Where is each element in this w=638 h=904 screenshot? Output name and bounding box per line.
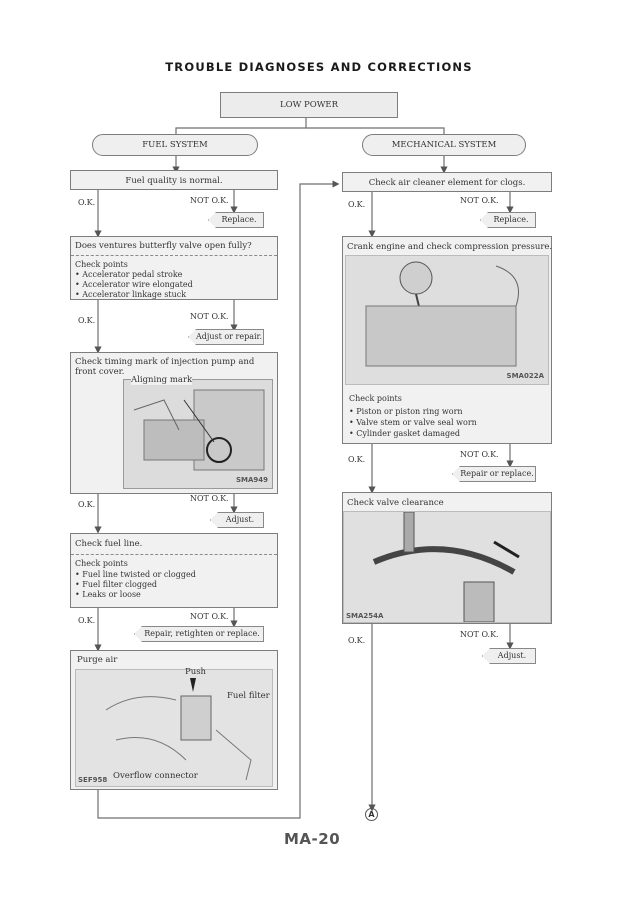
figure-code: SEF958 [78,776,108,784]
fuel-points: • Fuel line twisted or clogged • Fuel fi… [75,570,196,600]
fuel-quality-box: Fuel quality is normal. [70,170,278,190]
figure-code: SMA022A [506,372,544,380]
compression-box: Crank engine and check compression press… [342,236,552,444]
repair-or-replace-action: Repair or replace. [452,466,536,482]
list-item: • Valve stem or valve seal worn [349,418,477,427]
adjust-or-repair-action: Adjust or repair. [188,329,264,345]
mechanical-system-header: MECHANICAL SYSTEM [362,134,526,156]
replace-action: Replace. [480,212,536,228]
filter-drawing [105,678,252,781]
purge-air-box: Purge air SEF958 Push Fuel filter Overfl… [70,650,278,790]
purge-air-text: Purge air [77,655,118,665]
overflow-connector-label: Overflow connector [113,771,198,781]
page-number: MA-20 [284,830,341,848]
list-item: • Accelerator wire elongated [75,280,193,289]
check-points-label: Check points [75,559,128,568]
connector-a-label: A [368,810,375,819]
list-item: • Fuel filter clogged [75,580,157,589]
valve-clearance-illustration: SMA254A [343,511,551,623]
adjust-action: Adjust. [210,512,264,528]
page-title: TROUBLE DIAGNOSES AND CORRECTIONS [165,60,473,74]
venturi-points: • Accelerator pedal stroke • Accelerator… [75,270,193,300]
not-ok-label: NOT O.K. [460,196,499,205]
venturi-box: Does ventures butterfly valve open fully… [70,236,278,300]
figure-code: SMA949 [235,476,268,484]
fuel-quality-text: Fuel quality is normal. [125,176,223,186]
fuel-line-text: Check fuel line. [75,539,143,549]
crank-text: Crank engine and check compression press… [347,242,553,252]
divider [71,554,277,555]
engine-drawing [365,261,519,367]
fuel-line-box: Check fuel line. Check points • Fuel lin… [70,533,278,608]
not-ok-label: NOT O.K. [460,630,499,639]
injection-pump-illustration: SMA949 [123,379,273,489]
not-ok-label: NOT O.K. [460,450,499,459]
fuel-filter-label: Fuel filter [227,691,270,701]
valve-drawing [372,512,520,622]
replace-action: Replace. [208,212,264,228]
not-ok-label: NOT O.K. [190,612,229,621]
fuel-filter-illustration: SEF958 [75,669,273,787]
list-item: • Cylinder gasket damaged [349,429,460,438]
adjust-action: Adjust. [482,648,536,664]
compression-gauge-illustration: SMA022A [345,255,549,385]
air-cleaner-box: Check air cleaner element for clogs. [342,172,552,192]
ok-label: O.K. [348,636,366,645]
pump-drawing [133,389,265,471]
not-ok-label: NOT O.K. [190,312,229,321]
timing-box: Check timing mark of injection pump and … [70,352,278,494]
list-item: • Leaks or loose [75,590,141,599]
valve-clearance-text: Check valve clearance [347,498,444,508]
divider [71,255,277,256]
ok-label: O.K. [348,200,366,209]
connector-a: A [365,808,378,821]
low-power-label: LOW POWER [279,100,339,110]
aligning-mark-label: Aligning mark [131,375,193,385]
low-power-box: LOW POWER [220,92,398,118]
venturi-question: Does ventures butterfly valve open fully… [75,241,252,251]
ok-label: O.K. [78,500,96,509]
repair-retighten-action: Repair, retighten or replace. [134,626,264,642]
ok-label: O.K. [78,616,96,625]
list-item: • Fuel line twisted or clogged [75,570,196,579]
fuel-system-header: FUEL SYSTEM [92,134,258,156]
not-ok-label: NOT O.K. [190,494,229,503]
not-ok-label: NOT O.K. [190,196,229,205]
ok-label: O.K. [78,198,96,207]
figure-code: SMA254A [346,612,384,620]
list-item: • Accelerator pedal stroke [75,270,183,279]
check-points-label: Check points [349,394,402,403]
mech-points: • Piston or piston ring worn • Valve ste… [349,406,477,439]
push-label: Push [185,667,207,677]
ok-label: O.K. [78,316,96,325]
list-item: • Piston or piston ring worn [349,407,463,416]
timing-text: Check timing mark of injection pump and … [75,357,255,377]
air-cleaner-text: Check air cleaner element for clogs. [368,178,526,188]
list-item: • Accelerator linkage stuck [75,290,187,299]
valve-clearance-box: Check valve clearance SMA254A [342,492,552,624]
check-points-label: Check points [75,260,128,269]
ok-label: O.K. [348,455,366,464]
